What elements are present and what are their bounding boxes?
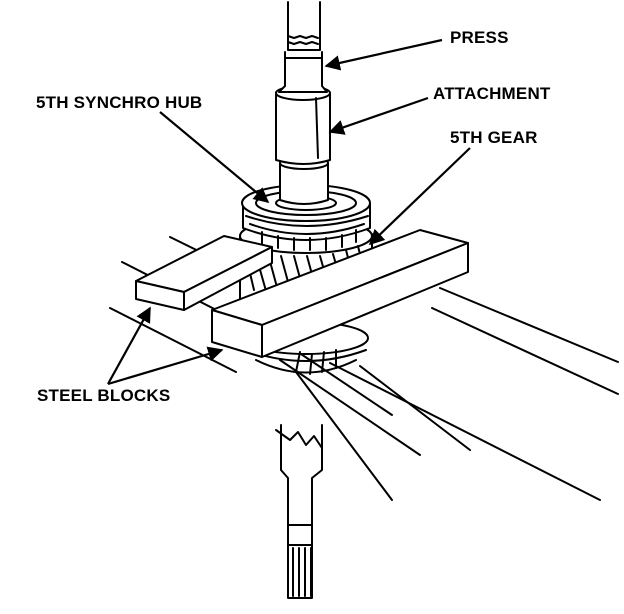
press-ram (278, 1, 328, 93)
synchro-hub-arrow (159, 111, 270, 203)
synchro-hub-label: 5TH SYNCHRO HUB (36, 93, 203, 112)
fifth-gear-label: 5TH GEAR (450, 128, 538, 147)
attachment-tube (275, 85, 331, 205)
attachment-arrow (328, 96, 429, 135)
steel-blocks-arrow-upper (107, 306, 151, 385)
leader-arrows (107, 38, 471, 386)
lower-shaft (275, 424, 323, 599)
fifth-gear-arrow (368, 147, 471, 246)
press-arrow (324, 38, 443, 71)
attachment-label: ATTACHMENT (433, 84, 551, 103)
steel-blocks-arrow-lower (107, 346, 224, 386)
steel-block-right (211, 229, 469, 358)
press-label: PRESS (450, 28, 509, 47)
steel-block-left (135, 235, 273, 311)
steel-blocks-label: STEEL BLOCKS (37, 386, 171, 405)
